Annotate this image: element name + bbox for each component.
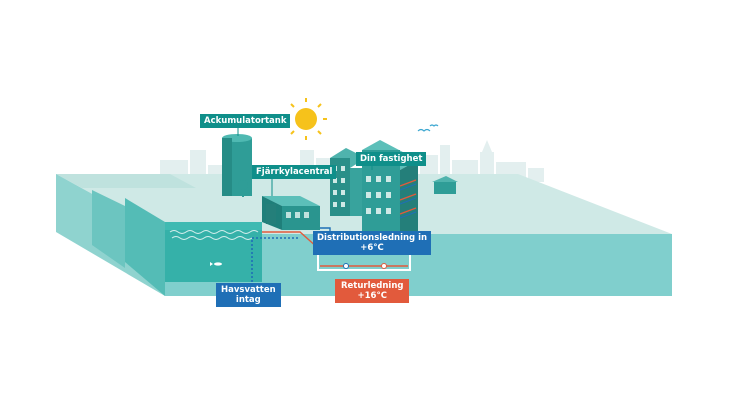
distribution-line-name: Distributionsledning in	[317, 233, 428, 243]
seawater-intake-label: Havsvatten intag	[216, 283, 281, 307]
accumulator-tank-label: Ackumulatortank	[200, 114, 291, 128]
pipe-link	[262, 231, 319, 249]
supply-valve	[343, 263, 349, 269]
cooling-plant-label: Fjärrkylacentral	[252, 165, 337, 179]
distribution-line-label: Distributionsledning in +6°C	[313, 231, 432, 255]
distribution-line-temp: +6°C	[360, 243, 384, 253]
cooling-plant	[262, 196, 320, 230]
block-left-step-2	[125, 198, 165, 296]
return-line-temp: +16°C	[357, 291, 387, 301]
seawater-intake-line2: intag	[235, 295, 261, 305]
return-valve	[381, 263, 387, 269]
return-line-label: Returledning +16°C	[335, 279, 410, 303]
block-front	[165, 234, 672, 296]
intake-pipe	[251, 237, 300, 282]
tree-icon	[238, 180, 248, 197]
sun-icon	[285, 98, 327, 140]
ground-strip	[56, 174, 196, 188]
sea-water	[165, 230, 262, 282]
fish-icon	[210, 262, 222, 266]
seawater-intake-line1: Havsvatten	[221, 285, 276, 295]
small-house	[432, 176, 458, 194]
sea-basin-top	[165, 222, 262, 230]
return-line-name: Returledning	[341, 281, 404, 291]
your-property-label: Din fastighet	[356, 152, 427, 166]
bird-icon	[417, 124, 439, 132]
block-left-step	[92, 190, 125, 268]
wave-icon	[169, 230, 259, 240]
